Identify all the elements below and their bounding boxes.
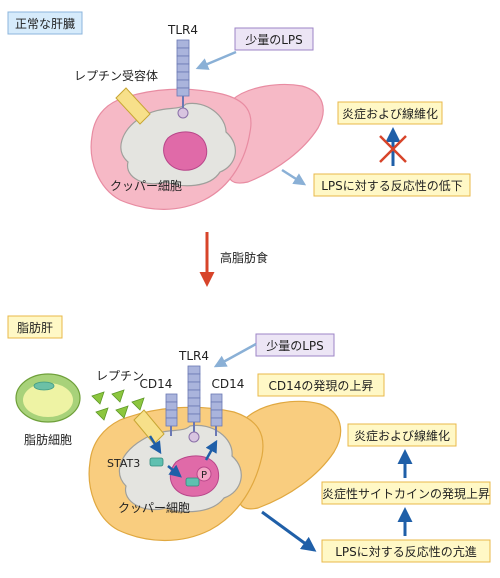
cd14-up-box	[257, 373, 385, 397]
normal-lps-response-label: LPSに対する反応性の低下	[321, 179, 463, 193]
adipocyte	[15, 373, 81, 423]
cd14-left-receptor	[165, 393, 178, 436]
normal-inflammation-box	[337, 101, 443, 125]
normal-lps-label: 少量のLPS	[245, 33, 303, 47]
fatty-liver-title-box	[7, 315, 63, 339]
stat3-label: STAT3	[107, 457, 140, 470]
stat3-icon	[149, 457, 164, 467]
normal-lps-arrow	[195, 50, 237, 70]
phospho-label: P	[201, 470, 207, 481]
normal-leptin-receptor-label: レプチン受容体	[74, 68, 158, 83]
normal-liver-right-lobe	[227, 83, 324, 184]
fatty-liver-panel: 脂肪肝	[7, 315, 491, 563]
fatty-inflammation-box	[347, 423, 457, 447]
fatty-kupffer-label: クッパー細胞	[118, 501, 190, 515]
cd14-left-label: CD14	[140, 377, 173, 391]
cd14-right-label: CD14	[212, 377, 245, 391]
normal-tlr4-receptor	[176, 39, 190, 119]
blocked-cross-icon	[379, 135, 407, 163]
fatty-nucleus	[169, 455, 220, 497]
cd14-up-label: CD14の発現の上昇	[269, 379, 374, 393]
normal-liver-title-box	[7, 11, 83, 35]
normal-liver-panel: 正常な肝臓 TLR4 レプチン受容体 少量のLPS クッパー細胞	[7, 11, 471, 210]
signal-arrow-2	[167, 464, 182, 478]
cytokine-box	[321, 481, 491, 505]
normal-nucleus	[163, 131, 208, 171]
fatty-lps-response-label: LPSに対する反応性の亢進	[335, 544, 477, 559]
leptin-molecules	[91, 389, 145, 421]
fatty-liver-title: 脂肪肝	[17, 320, 53, 335]
fatty-lps-response-box	[321, 539, 491, 563]
normal-kupffer-label: クッパー細胞	[110, 179, 182, 193]
fatty-tlr4-receptor	[187, 365, 201, 443]
normal-inflammation-label: 炎症および線維化	[342, 106, 438, 121]
adipocyte-label: 脂肪細胞	[24, 432, 72, 447]
fatty-lps-label: 少量のLPS	[266, 339, 324, 353]
normal-lps-box	[234, 27, 314, 51]
normal-response-arrow	[281, 168, 307, 186]
normal-leptin-receptor	[115, 87, 151, 125]
leptin-label: レプチン	[96, 369, 144, 383]
fatty-tlr4-label: TLR4	[178, 349, 209, 363]
transition: 高脂肪食	[199, 232, 268, 287]
fatty-lps-arrow	[213, 342, 257, 368]
fatty-liver-right-lobe	[237, 400, 342, 510]
signal-arrow-1	[148, 435, 162, 455]
stat3-nuclear-icon	[185, 477, 200, 487]
cytokine-label: 炎症性サイトカインの発現上昇	[322, 486, 490, 501]
normal-tlr4-label: TLR4	[167, 23, 198, 37]
fatty-inflammation-label: 炎症および線維化	[354, 428, 450, 443]
normal-lps-response-box	[313, 173, 471, 197]
phospho-icon	[196, 466, 212, 482]
cd14-right-receptor	[210, 393, 223, 436]
signal-arrow-3	[204, 439, 218, 461]
normal-liver-title: 正常な肝臓	[15, 17, 75, 31]
fatty-leptin-receptor	[133, 409, 165, 445]
fatty-response-arrow	[261, 510, 317, 552]
transition-label: 高脂肪食	[220, 250, 268, 265]
